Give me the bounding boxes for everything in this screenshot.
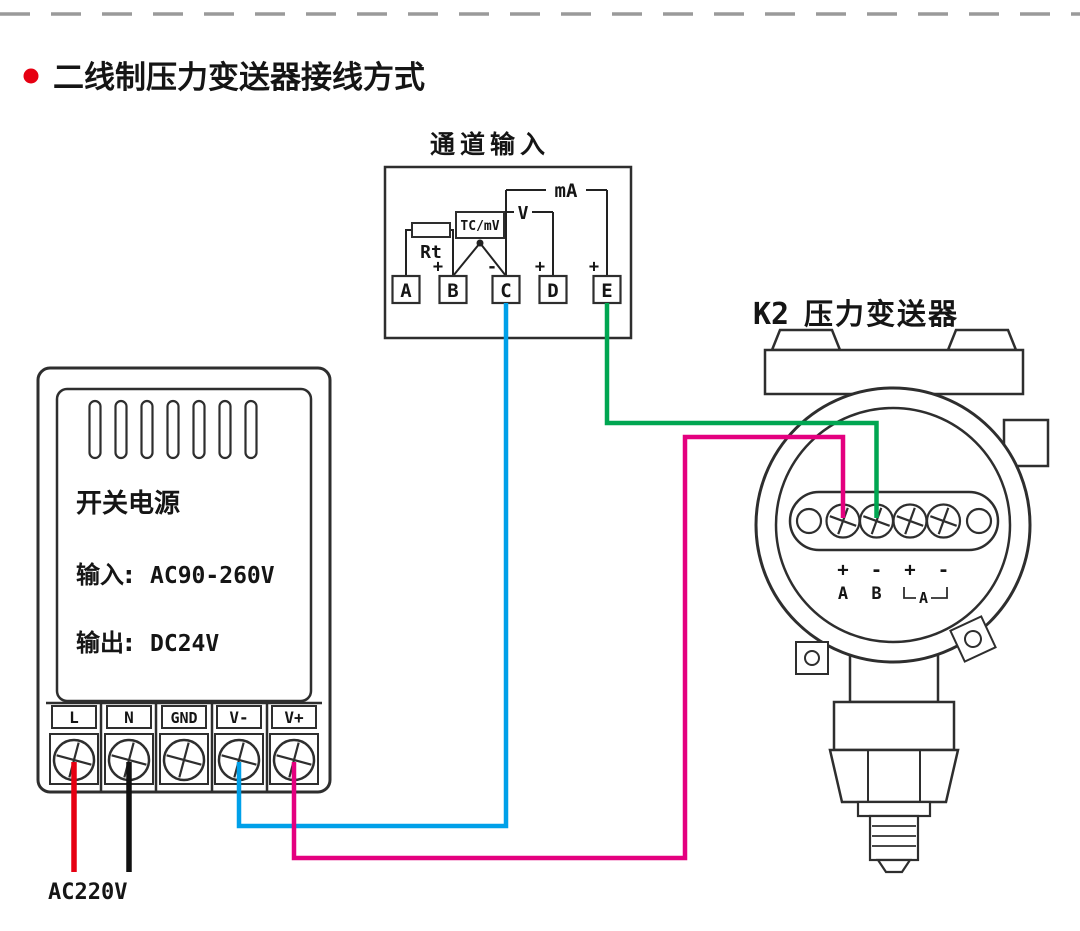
- threaded-stud: [868, 814, 920, 862]
- terminal-b: [438, 274, 468, 305]
- output-label: 输出:: [76, 629, 134, 657]
- terminal-vplus-labelbox: [271, 705, 317, 729]
- terminal-c-label: C: [500, 280, 511, 302]
- vent-slot: [244, 399, 258, 460]
- transmitter-screw-1-cross: [829, 507, 857, 535]
- wire-loop-power: [291, 434, 846, 861]
- mains-label: AC220V: [48, 880, 127, 905]
- vent-slot: [192, 399, 206, 460]
- washer: [856, 800, 932, 818]
- heading-bullet-icon: [23, 68, 39, 84]
- strip-left-hole: [795, 507, 823, 535]
- terminal-gnd-label: GND: [170, 709, 197, 727]
- wire-signal-positive: [604, 303, 879, 518]
- terminal-vminus-label: V-: [229, 708, 248, 727]
- connection-body: [832, 700, 956, 752]
- power-supply-panel: [55, 387, 313, 703]
- polarity-mark-e: +: [589, 257, 599, 277]
- terminal-gnd-screw-cross: [166, 742, 202, 778]
- vent-slot: [140, 399, 154, 460]
- transmitter-screw-3-cross: [896, 507, 924, 535]
- probe-tip: [875, 858, 913, 874]
- terminal-d-label: D: [547, 280, 558, 302]
- input-value: AC90-260V: [150, 563, 275, 589]
- wire-signal-negative: [236, 303, 509, 829]
- terminal-d: [538, 274, 568, 305]
- vent-slot: [114, 399, 128, 460]
- strip-polarity-2: -: [871, 559, 882, 581]
- terminal-vplus-label: V+: [284, 708, 304, 727]
- right-bolt-mount: [949, 615, 997, 663]
- terminal-l-labelbox: [51, 705, 97, 729]
- cap-left-lug: [770, 328, 842, 352]
- polarity-mark-c: -: [487, 257, 497, 277]
- terminal-c: [491, 274, 521, 305]
- channel-input-title: 通道输入: [430, 130, 550, 159]
- polarity-mark-d: +: [535, 257, 545, 277]
- strip-group-a: A: [838, 584, 848, 604]
- v-label: V: [518, 203, 529, 224]
- strip-bracket: [903, 587, 948, 599]
- terminal-vminus-screw-cross: [221, 742, 257, 778]
- thread-lines: [872, 825, 916, 847]
- hex-nut: [828, 748, 960, 804]
- power-supply-body: [36, 366, 332, 794]
- terminal-e: [592, 274, 622, 305]
- vent-slot: [166, 399, 180, 460]
- terminal-l-label: L: [69, 708, 79, 727]
- page-title: 二线制压力变送器接线方式: [53, 60, 425, 96]
- vent-slot: [218, 399, 232, 460]
- terminal-l-screw-cross: [56, 742, 92, 778]
- rt-resistor-symbol: [411, 222, 451, 238]
- ma-input-wire: [506, 189, 608, 276]
- strip-polarity-4: -: [938, 559, 949, 581]
- tc-mv-box: [455, 211, 505, 239]
- vent-slot: [88, 399, 102, 460]
- strip-polarity-3: +: [904, 559, 915, 581]
- terminal-vplus-screw-cross: [276, 742, 312, 778]
- cap-right-lug: [946, 328, 1018, 352]
- tc-mv-label: TC/mV: [460, 219, 499, 234]
- power-supply-name: 开关电源: [76, 489, 180, 519]
- terminal-block-dividers: [46, 701, 322, 791]
- terminal-a: [391, 274, 421, 305]
- terminal-b-label: B: [447, 280, 458, 302]
- strip-right-hole: [965, 507, 993, 535]
- transmitter-screw-2-cross: [862, 507, 891, 535]
- strip-polarity-1: +: [837, 559, 848, 581]
- output-value: DC24V: [150, 631, 219, 657]
- terminal-e-label: E: [601, 280, 612, 302]
- rt-label: Rt: [420, 242, 442, 263]
- ma-label: mA: [555, 180, 578, 202]
- terminal-a-label: A: [400, 280, 412, 302]
- transmitter-name: 压力变送器: [804, 297, 959, 331]
- transmitter-housing-inner: [774, 406, 1012, 644]
- transmitter-model: K2: [753, 297, 789, 332]
- terminal-n-screw-cross: [111, 742, 147, 778]
- input-label: 输入:: [76, 561, 134, 589]
- terminal-gnd-labelbox: [161, 705, 207, 729]
- polarity-mark-b: +: [433, 257, 443, 277]
- strip-bracket-label: A: [919, 589, 928, 607]
- strip-group-b: B: [871, 584, 881, 604]
- tc-junction-wires: [452, 242, 507, 277]
- v-input-wire: [506, 211, 554, 276]
- hex-nut-facets: [867, 750, 921, 802]
- left-bolt: [804, 650, 820, 666]
- tc-junction-dot: [476, 239, 484, 247]
- terminal-n-label: N: [124, 708, 134, 727]
- terminal-n-labelbox: [106, 705, 152, 729]
- transmitter-screw-4-cross: [929, 507, 958, 535]
- left-bolt-mount: [795, 641, 829, 675]
- terminal-vminus-labelbox: [216, 705, 262, 729]
